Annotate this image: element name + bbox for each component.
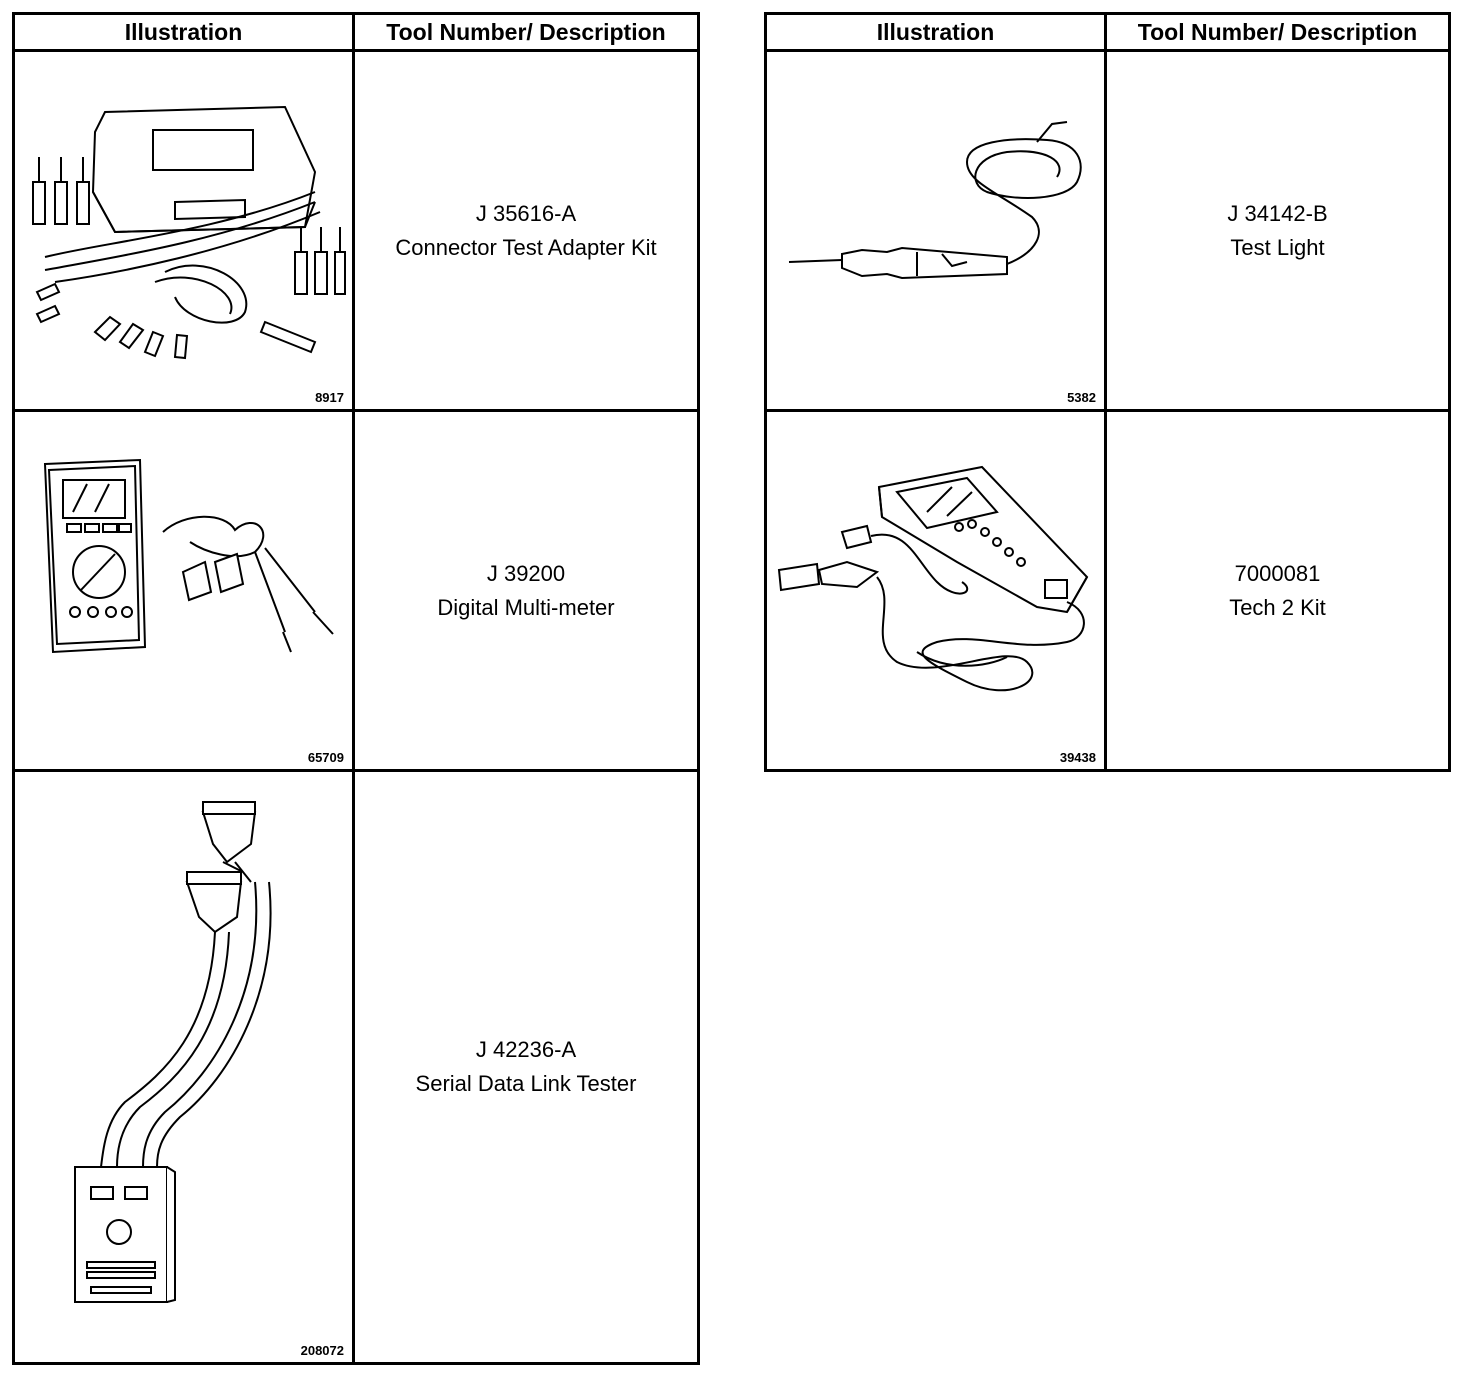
figure-number: 8917: [315, 390, 344, 405]
tech-2-kit-illustration: [777, 465, 1089, 692]
tool-number: J 42236-A: [475, 1037, 577, 1062]
tool-description: Connector Test Adapter Kit: [395, 234, 657, 260]
description-cell: J 34142-B Test Light: [1104, 49, 1451, 412]
illustration-header: Illustration: [12, 12, 355, 52]
illustration-cell: 5382: [764, 49, 1107, 412]
illustration-cell: 65709: [12, 409, 355, 772]
figure-number: 39438: [1059, 750, 1096, 765]
description-cell: 7000081 Tech 2 Kit: [1104, 409, 1451, 772]
tool-number: J 39200: [486, 560, 566, 586]
tool-number: J 34142-B: [1227, 200, 1328, 226]
tool-number: J 35616-A: [475, 200, 577, 226]
serial-data-link-tester-illustration: [74, 801, 272, 1303]
figure-number: 208072: [300, 1343, 344, 1358]
tools-table-left: Illustration Tool Number/ Description: [12, 12, 700, 1365]
test-light-illustration: [788, 121, 1082, 280]
description-cell: J 42236-A Serial Data Link Tester: [352, 769, 700, 1365]
description-cell: J 35616-A Connector Test Adapter Kit: [352, 49, 700, 412]
tools-table-right: Illustration Tool Number/ Description 53…: [764, 12, 1451, 772]
table-header-row: Illustration Tool Number/ Description: [764, 12, 1451, 52]
digital-multimeter-illustration: [43, 458, 334, 654]
illustration-cell: 39438: [764, 409, 1107, 772]
tool-description: Serial Data Link Tester: [415, 1071, 637, 1096]
connector-test-adapter-kit-illustration: [32, 105, 346, 360]
tool-description: Tech 2 Kit: [1229, 594, 1326, 620]
illustration-header: Illustration: [764, 12, 1107, 52]
description-cell: J 39200 Digital Multi-meter: [352, 409, 700, 772]
illustration-cell: 208072: [12, 769, 355, 1365]
table-row: 8917 J 35616-A Connector Test Adapter Ki…: [12, 49, 700, 412]
description-header: Tool Number/ Description: [1104, 12, 1451, 52]
figure-number: 65709: [307, 750, 344, 765]
table-row: 208072 J 42236-A Serial Data Link Tester: [12, 769, 700, 1365]
table-row: 65709 J 39200 Digital Multi-meter: [12, 409, 700, 772]
table-header-row: Illustration Tool Number/ Description: [12, 12, 700, 52]
table-row: 39438 7000081 Tech 2 Kit: [764, 409, 1451, 772]
table-row: 5382 J 34142-B Test Light: [764, 49, 1451, 412]
illustration-cell: 8917: [12, 49, 355, 412]
description-header: Tool Number/ Description: [352, 12, 700, 52]
tool-number: 7000081: [1234, 560, 1321, 586]
figure-number: 5382: [1067, 390, 1096, 405]
tool-description: Test Light: [1230, 234, 1325, 260]
tool-description: Digital Multi-meter: [437, 594, 615, 620]
